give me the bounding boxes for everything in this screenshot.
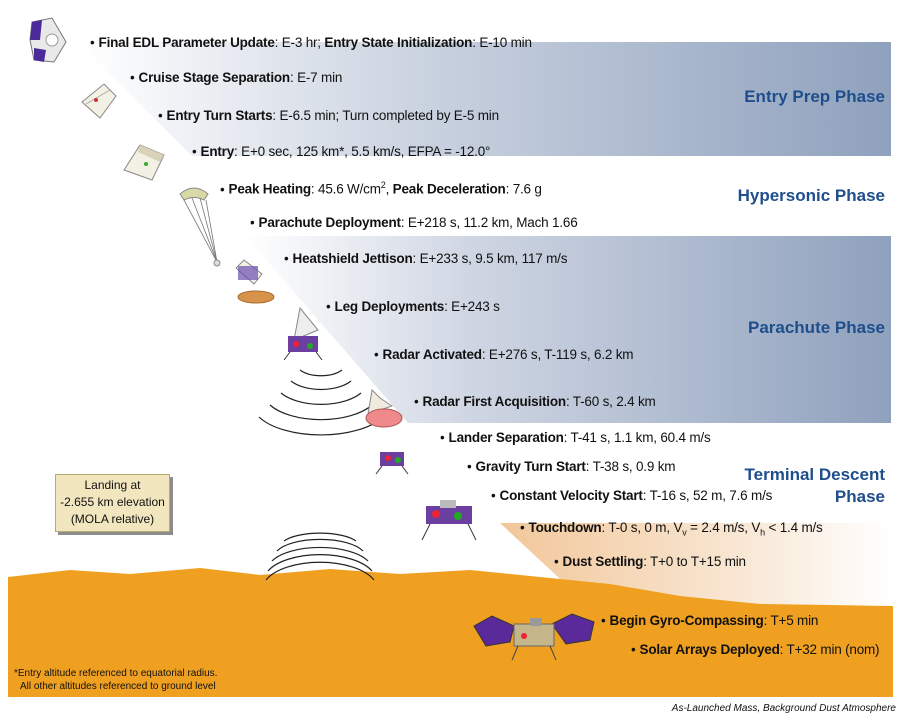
event-parachute-deployment: •Parachute Deployment: E+218 s, 11.2 km,… bbox=[250, 215, 578, 230]
lander-descent-icon bbox=[375, 452, 409, 475]
backshell-icon-2 bbox=[365, 388, 403, 428]
event-cruise-stage-separation: •Cruise Stage Separation: E-7 min bbox=[130, 70, 343, 85]
lander-touchdown-icon bbox=[421, 500, 477, 541]
event-dust-settling: •Dust Settling: T+0 to T+15 min bbox=[554, 554, 746, 569]
event-lander-separation: •Lander Separation: T-41 s, 1.1 km, 60.4… bbox=[440, 430, 711, 445]
event-leg-deployments: •Leg Deployments: E+243 s bbox=[326, 299, 500, 314]
lander-deployed-icon bbox=[473, 613, 595, 661]
mars-ground bbox=[8, 568, 893, 697]
event-final-edl-update: •Final EDL Parameter Update: E-3 hr; Ent… bbox=[90, 35, 532, 50]
entry-prep-band bbox=[78, 42, 891, 156]
caption-mass-atmosphere: As-Launched Mass, Background Dust Atmosp… bbox=[671, 703, 896, 714]
phase-hypersonic: Hypersonic Phase bbox=[737, 186, 885, 205]
footnote-ground-altitude: All other altitudes referenced to ground… bbox=[20, 681, 216, 692]
parachute-band bbox=[245, 236, 891, 423]
radar-waves-upper bbox=[258, 369, 384, 436]
heatshield-icon bbox=[237, 290, 275, 304]
event-touchdown: •Touchdown: T-0 s, 0 m, Vv = 2.4 m/s, Vh… bbox=[520, 520, 823, 538]
event-entry: •Entry: E+0 sec, 125 km*, 5.5 km/s, EFPA… bbox=[192, 144, 491, 159]
event-solar-arrays-deployed: •Solar Arrays Deployed: T+32 min (nom) bbox=[631, 642, 880, 657]
event-heatshield-jettison: •Heatshield Jettison: E+233 s, 9.5 km, 1… bbox=[284, 251, 568, 266]
parachute-icon bbox=[179, 187, 221, 267]
phase-parachute: Parachute Phase bbox=[747, 318, 885, 337]
cruise-stage-icon bbox=[29, 17, 67, 63]
event-entry-turn-starts: •Entry Turn Starts: E-6.5 min; Turn comp… bbox=[158, 108, 499, 123]
event-constant-velocity-start: •Constant Velocity Start: T-16 s, 52 m, … bbox=[491, 488, 773, 503]
event-radar-first-acquisition: •Radar First Acquisition: T-60 s, 2.4 km bbox=[414, 394, 656, 409]
event-radar-activated: •Radar Activated: E+276 s, T-119 s, 6.2 … bbox=[374, 347, 634, 362]
backshell-icon-1 bbox=[235, 259, 263, 285]
event-begin-gyro-compassing: •Begin Gyro-Compassing: T+5 min bbox=[601, 613, 819, 628]
aeroshell-icon-1 bbox=[81, 83, 117, 119]
lander-on-chute-icon bbox=[283, 306, 323, 361]
event-peak-heating: •Peak Heating: 45.6 W/cm2, Peak Decelera… bbox=[220, 180, 542, 197]
landing-elevation-box: Landing at -2.655 km elevation (MOLA rel… bbox=[55, 474, 170, 532]
footnote-entry-altitude: *Entry altitude referenced to equatorial… bbox=[14, 668, 218, 679]
event-gravity-turn-start: •Gravity Turn Start: T-38 s, 0.9 km bbox=[467, 459, 676, 474]
aeroshell-icon-2 bbox=[123, 144, 165, 181]
radar-waves-lower bbox=[265, 532, 375, 581]
phase-entry-prep: Entry Prep Phase bbox=[744, 87, 885, 106]
